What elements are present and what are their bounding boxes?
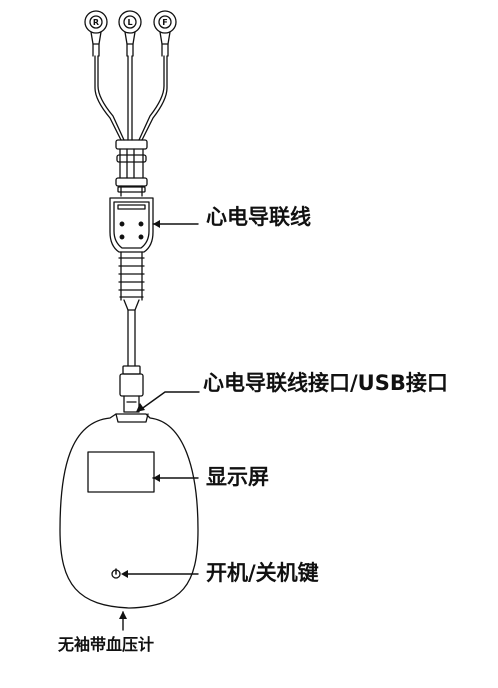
electrode-l (118, 10, 142, 57)
label-power-key: 开机/关机键 (206, 561, 319, 585)
main-cable (127, 309, 136, 367)
blood-pressure-device (59, 413, 199, 609)
arrowhead-power (121, 570, 128, 578)
electrode-r (84, 10, 108, 57)
leader-lines (122, 223, 200, 631)
cable-bundle (115, 139, 148, 197)
display-screen (87, 451, 155, 493)
arrowhead-cable (153, 220, 160, 228)
lead-wires (94, 55, 168, 141)
strain-relief (118, 251, 145, 311)
leader-port (139, 391, 200, 411)
electrode-letter-f: F (162, 18, 167, 27)
label-display: 显示屏 (206, 465, 269, 489)
usb-plug (119, 365, 144, 413)
electrode-letter-l: L (127, 18, 132, 27)
label-ecg-cable: 心电导联线 (206, 205, 311, 229)
power-button[interactable] (111, 568, 121, 579)
label-cable-port: 心电导联线接口/USB接口 (203, 371, 448, 395)
arrowhead-device (119, 611, 127, 619)
electrode-f (153, 10, 177, 57)
electrode-letter-r: R (93, 18, 99, 27)
label-device: 无袖带血压计 (58, 635, 155, 654)
cable-junction-block (109, 197, 154, 253)
arrowhead-port (136, 403, 145, 412)
arrowhead-screen (153, 474, 160, 482)
